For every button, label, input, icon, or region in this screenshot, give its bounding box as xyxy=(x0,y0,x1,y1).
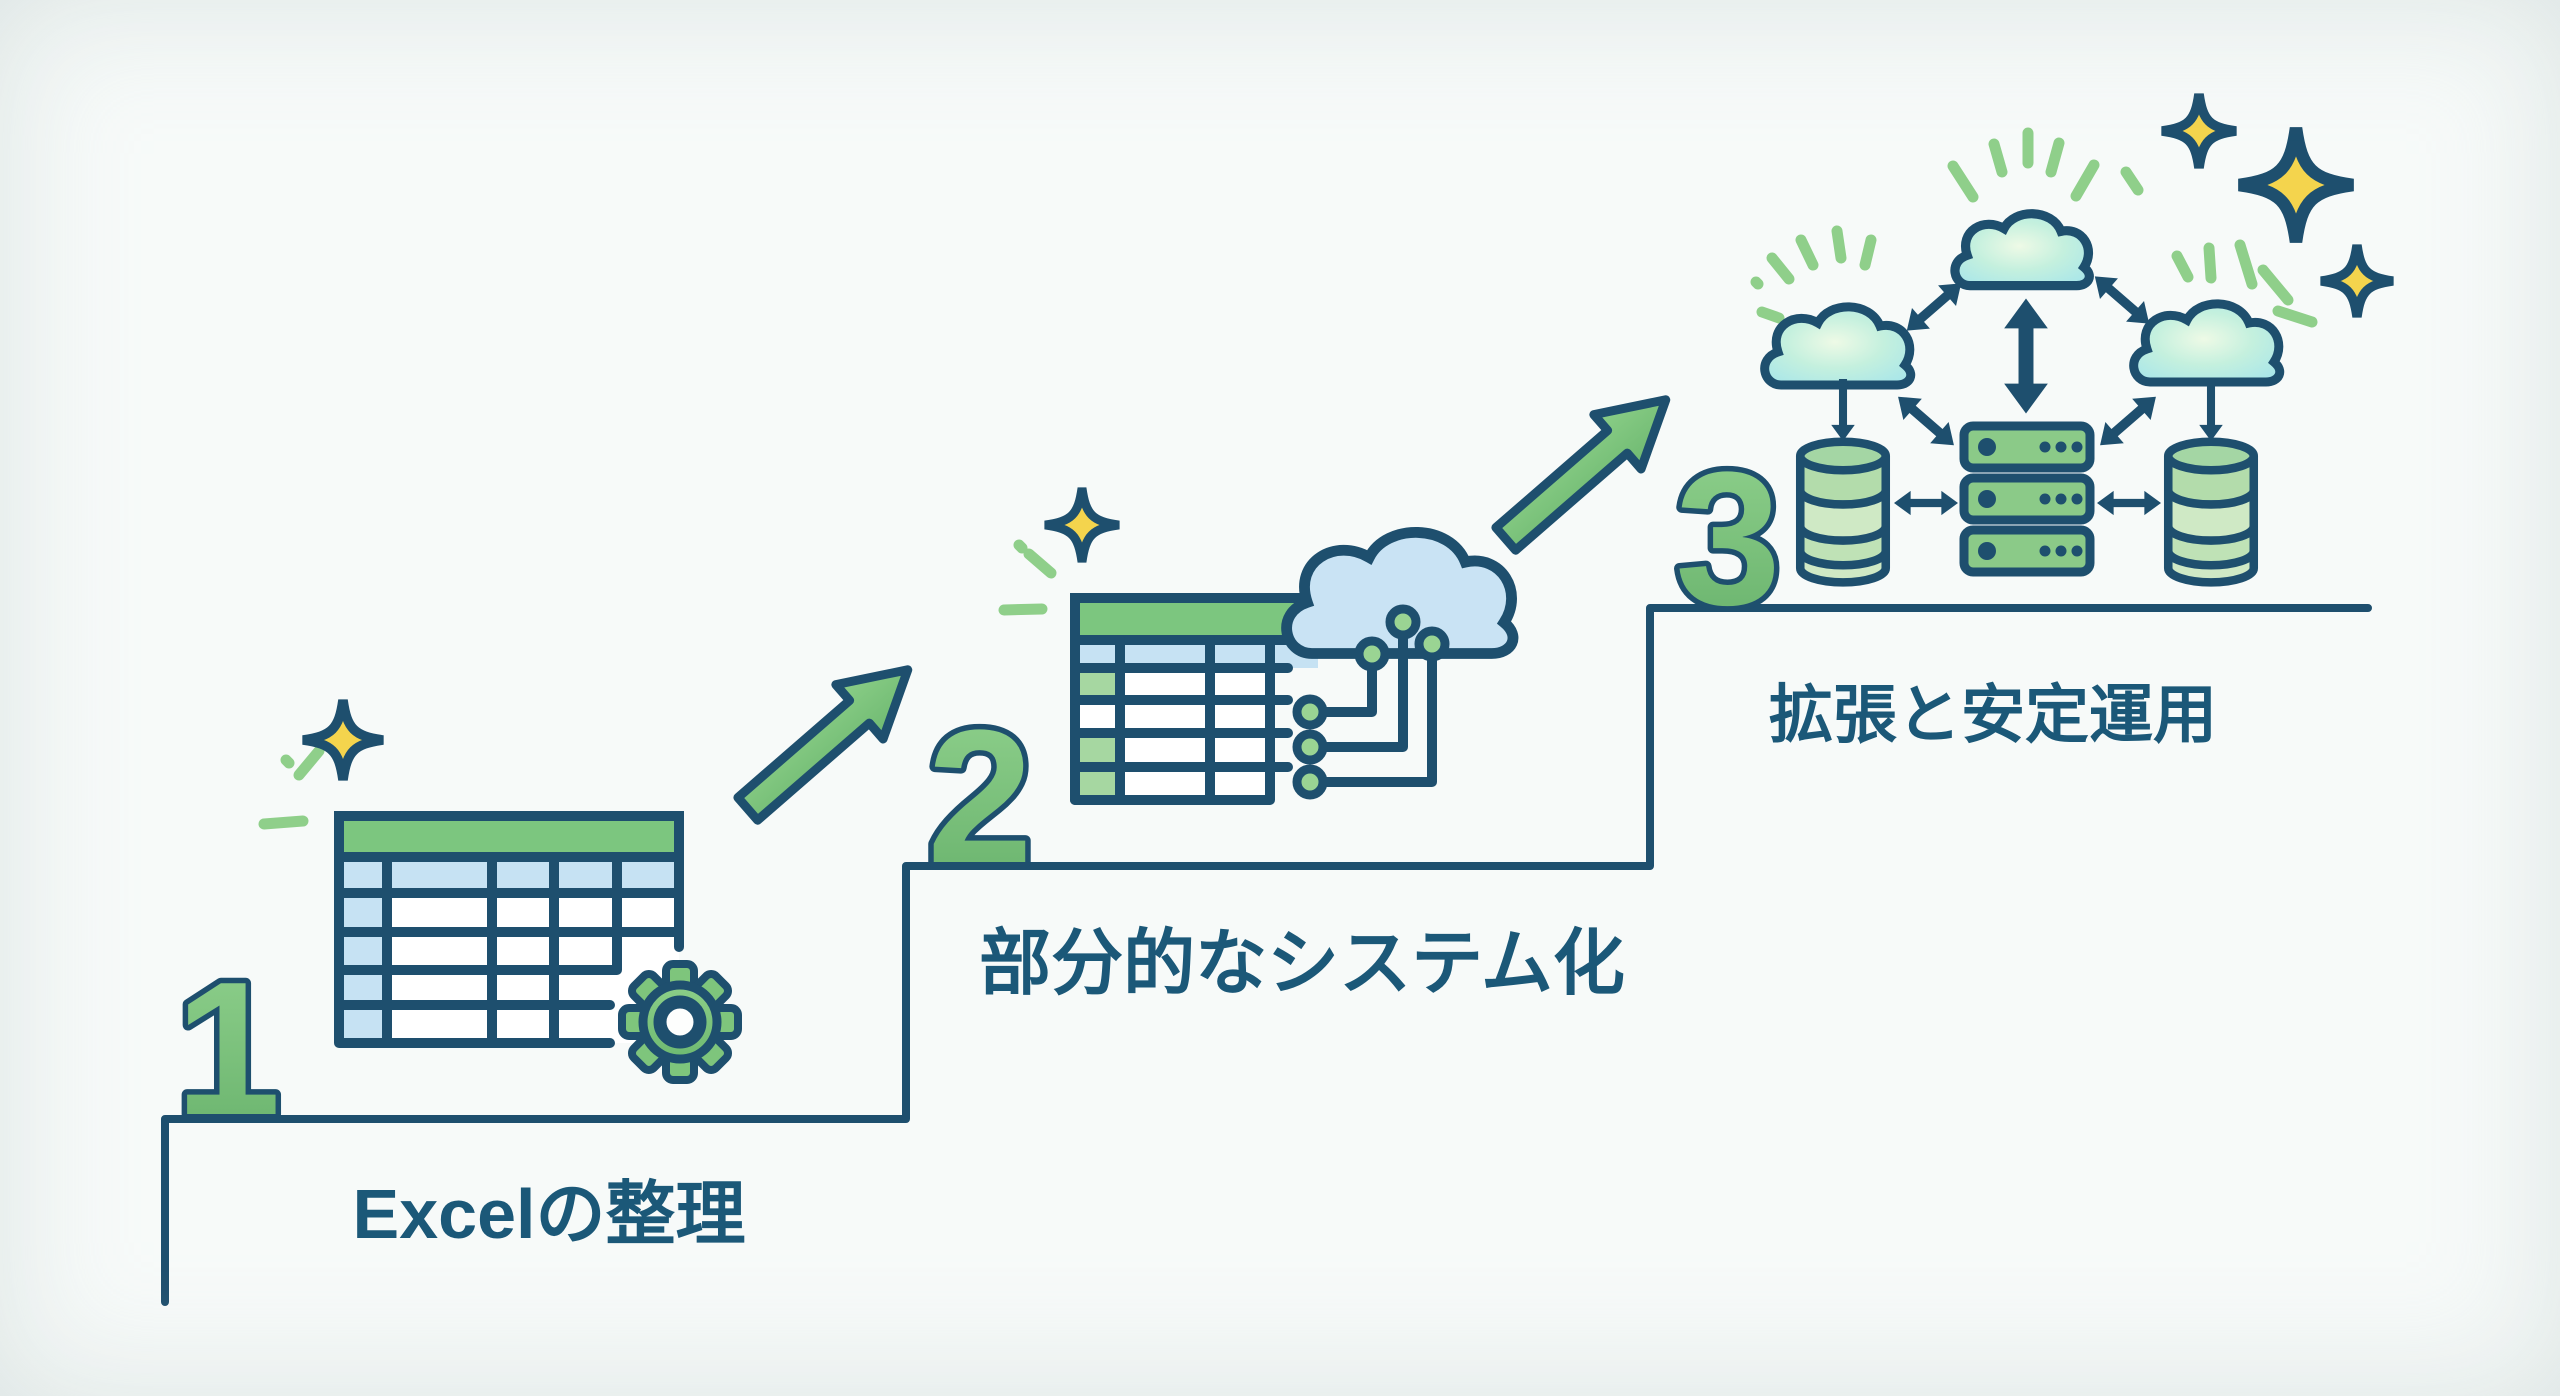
step-label-1: Excelの整理 xyxy=(353,1175,746,1253)
table-gridlines xyxy=(1070,635,1293,805)
cloud-icon-left xyxy=(1765,307,1911,385)
sync-arrow-icon xyxy=(2097,490,2161,516)
step-1-group: 1 Excelの整理 xyxy=(170,700,746,1253)
step-label-3: 拡張と安定運用 xyxy=(1769,679,2217,751)
star-icon xyxy=(2321,245,2393,317)
step-3-group: 3 拡張と安定運用 xyxy=(1482,94,2393,751)
step-number-1: 1 xyxy=(175,943,281,1155)
circuit-node xyxy=(1385,604,1421,640)
staircase-outline xyxy=(161,604,2372,1306)
sync-arrow-icon xyxy=(2004,298,2048,414)
circuit-node xyxy=(1292,694,1328,730)
step-2-group: 2 部分的なシステム化 xyxy=(724,488,1625,1004)
circuit-node xyxy=(1292,729,1328,765)
table-header-row xyxy=(1075,598,1315,640)
circuit-node xyxy=(1414,626,1450,662)
sync-arrow-icon xyxy=(2090,386,2166,456)
star-icon xyxy=(303,700,383,780)
growth-arrow-icon xyxy=(724,643,931,836)
sparkle-icon xyxy=(998,488,1119,616)
star-icon xyxy=(2239,128,2353,242)
table-border xyxy=(334,811,684,1048)
sync-arrow-icon xyxy=(1888,386,1964,456)
star-icon xyxy=(2162,94,2236,168)
circuit-node xyxy=(1292,764,1328,800)
sparkle-rays xyxy=(258,745,325,830)
spreadsheet-table-icon xyxy=(334,811,684,1048)
server-unit xyxy=(1964,530,2090,572)
server-unit xyxy=(1964,426,2090,468)
sparkle-icon xyxy=(258,700,383,830)
step-number-3: 3 xyxy=(1675,433,1781,645)
cloud-rays-right xyxy=(2171,239,2318,328)
growth-arrow-icon xyxy=(1482,373,1689,566)
database-cylinder-icon xyxy=(2168,442,2254,583)
circuit-wires xyxy=(1305,623,1437,787)
cloud-upload-circuit-icon xyxy=(1292,604,1450,800)
cloud-icon-center xyxy=(1955,214,2089,286)
table-header-row xyxy=(339,816,679,857)
server-stack-icon xyxy=(1964,426,2090,572)
cloud-icon-right xyxy=(2134,304,2280,382)
cloud-rays-left xyxy=(1750,225,1877,324)
gear-hub xyxy=(653,995,707,1049)
sync-arrow-icon xyxy=(1894,490,1958,516)
step-number-2: 2 xyxy=(927,691,1033,903)
gear-icon xyxy=(618,960,742,1084)
star-icon xyxy=(1045,488,1119,562)
down-arrow-icon xyxy=(2199,379,2223,441)
step-label-2: 部分的なシステム化 xyxy=(979,924,1625,1004)
server-unit xyxy=(1964,478,2090,520)
circuit-node xyxy=(1354,636,1390,672)
cloud-rays-center xyxy=(1947,127,2144,203)
table-blue-row xyxy=(339,857,679,893)
sparkle-rays xyxy=(998,539,1057,616)
database-cylinder-icon xyxy=(1800,442,1886,583)
table-gridlines xyxy=(334,852,684,1048)
table-green-cell xyxy=(1075,668,1120,700)
